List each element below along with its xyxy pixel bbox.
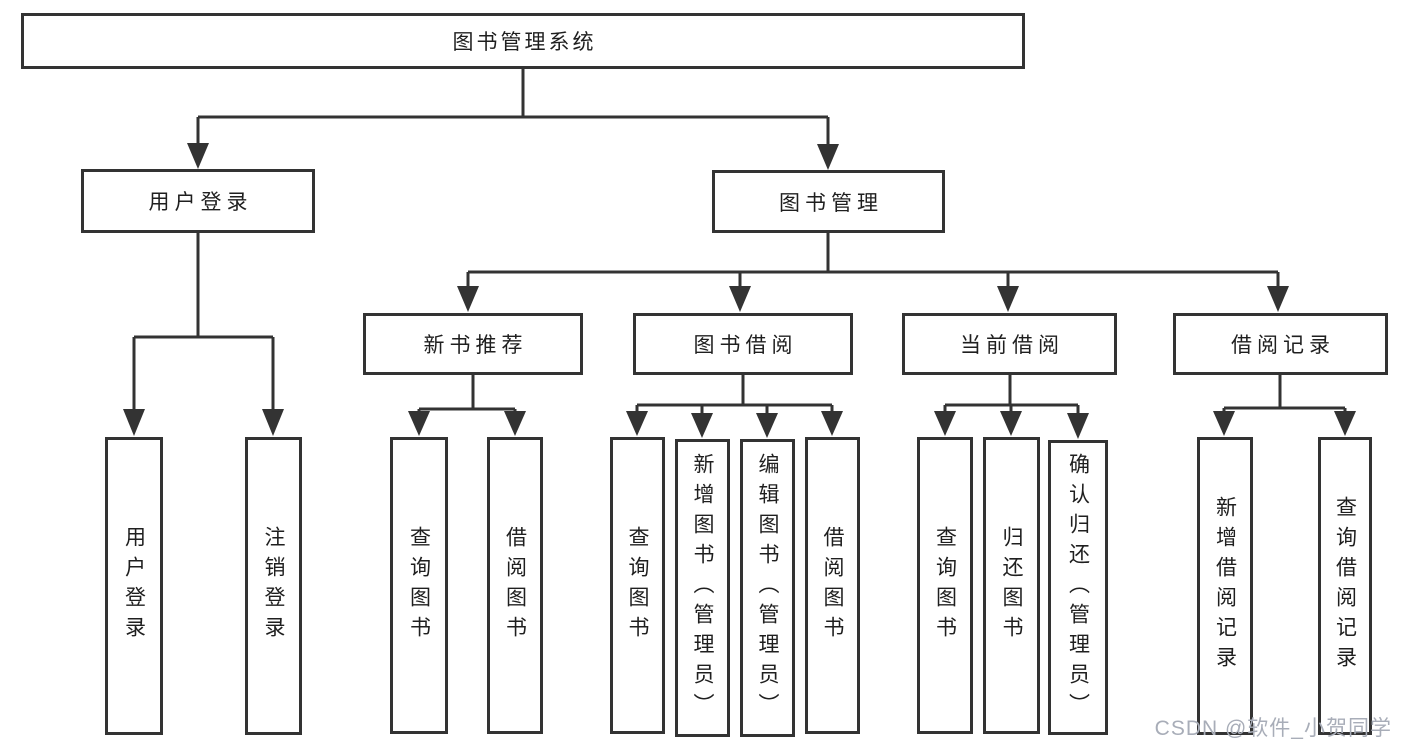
node-label: 归还图书 [1000, 525, 1023, 646]
node-label: 用户登录 [148, 191, 253, 214]
arrowhead [408, 411, 430, 436]
node-label: 借阅图书 [503, 525, 527, 646]
node-label: 图书管理 [779, 191, 883, 215]
connector-currentborrow-branch [943, 375, 1080, 415]
arrowhead [457, 286, 479, 312]
arrowhead [729, 286, 751, 312]
node-borrow-books-recommend: 借阅图书 [487, 437, 543, 734]
node-label: 查询图书 [933, 525, 957, 646]
arrowhead [1267, 286, 1289, 312]
arrowhead [934, 411, 956, 436]
arrowhead [821, 411, 843, 436]
arrowhead [1213, 411, 1235, 436]
arrowhead [262, 409, 284, 436]
node-label: 编辑图书（管理员） [756, 453, 779, 723]
arrowhead [123, 409, 145, 436]
node-add-books-admin: 新增图书（管理员） [675, 439, 730, 737]
node-new-book-recommend: 新书推荐 [363, 313, 583, 375]
watermark: CSDN @软件_小贺同学 [1154, 717, 1392, 740]
node-user-login-action: 用户登录 [105, 437, 163, 735]
node-label: 查询图书 [407, 525, 431, 646]
node-borrowing-records: 借阅记录 [1173, 313, 1388, 375]
connector-records-branch [1222, 375, 1347, 414]
arrowhead [1000, 411, 1022, 436]
arrowhead [504, 411, 526, 436]
node-label: 确认归还（管理员） [1066, 452, 1090, 723]
node-book-borrowing: 图书借阅 [633, 313, 853, 375]
node-confirm-return-admin: 确认归还（管理员） [1048, 440, 1108, 735]
node-label: 新书推荐 [423, 334, 528, 357]
node-query-books-borrowing: 查询图书 [610, 437, 665, 734]
arrowhead [691, 413, 713, 438]
node-query-books-current: 查询图书 [917, 437, 973, 734]
arrowhead [817, 144, 839, 170]
node-label: 借阅图书 [821, 525, 844, 646]
arrowhead [626, 411, 648, 436]
node-return-books: 归还图书 [983, 437, 1040, 734]
node-current-borrowing: 当前借阅 [902, 313, 1117, 375]
node-label: 新增借阅记录 [1213, 496, 1237, 676]
connector-root-to-level2 [196, 68, 830, 147]
node-library-management-system: 图书管理系统 [21, 13, 1025, 69]
arrowheads [123, 143, 1356, 439]
arrowhead [187, 143, 209, 169]
node-label: 图书借阅 [693, 334, 798, 357]
connector-bookmgmt-to-level3 [466, 233, 1280, 287]
node-label: 图书管理系统 [452, 31, 597, 54]
node-label: 新增图书（管理员） [691, 453, 714, 723]
connector-userlogin-branch [132, 233, 275, 410]
node-label: 注销登录 [262, 526, 285, 646]
node-user-login: 用户登录 [81, 169, 315, 233]
node-label: 查询图书 [626, 525, 649, 646]
connector-newbook-branch [417, 375, 517, 414]
arrowhead [756, 413, 778, 438]
node-logout: 注销登录 [245, 437, 302, 735]
node-query-borrow-record: 查询借阅记录 [1318, 437, 1372, 735]
node-book-management: 图书管理 [712, 170, 945, 233]
node-add-borrow-record: 新增借阅记录 [1197, 437, 1253, 735]
node-edit-books-admin: 编辑图书（管理员） [740, 439, 795, 737]
node-query-books-recommend: 查询图书 [390, 437, 448, 734]
node-label: 当前借阅 [960, 334, 1064, 357]
arrowhead [1067, 413, 1089, 439]
node-label: 用户登录 [122, 526, 146, 646]
node-label: 借阅记录 [1231, 334, 1335, 357]
connector-bookborrow-branch [635, 375, 834, 415]
node-borrow-books-borrowing: 借阅图书 [805, 437, 860, 734]
arrowhead [997, 286, 1019, 312]
arrowhead [1334, 411, 1356, 436]
node-label: 查询借阅记录 [1333, 496, 1357, 676]
